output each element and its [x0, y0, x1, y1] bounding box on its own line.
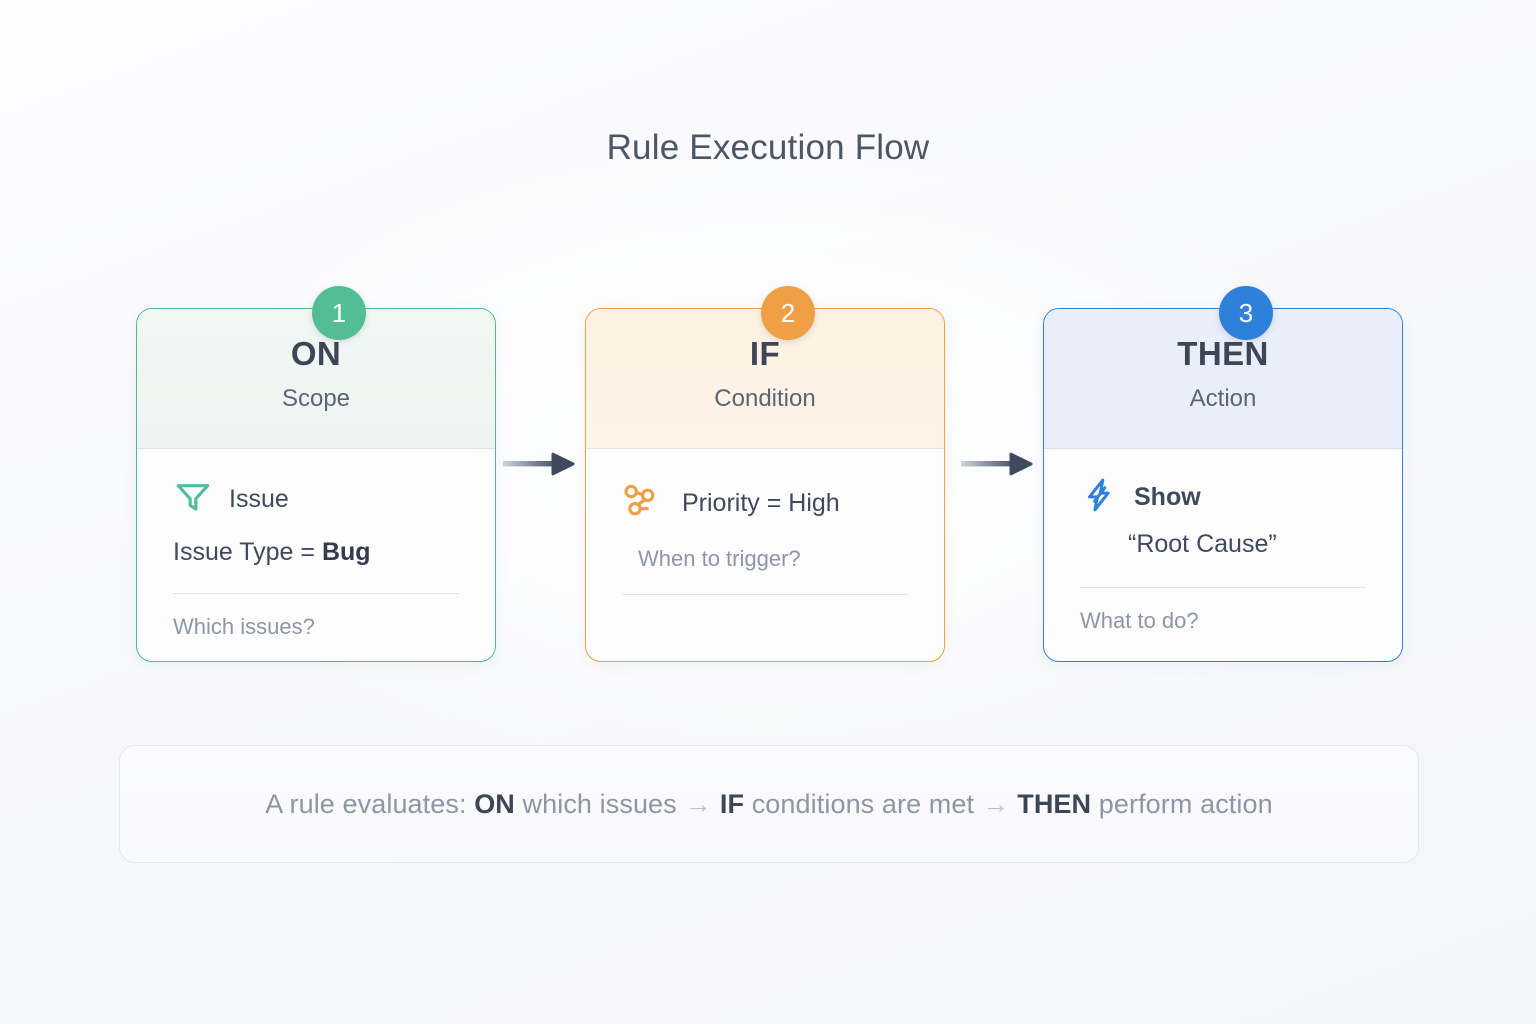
card-scope-primary-row: Issue: [173, 477, 459, 522]
rule-steps-row: ON Scope Issue Issue Type = Bug Which is…: [136, 286, 1403, 664]
card-condition-header: IF Condition: [586, 309, 944, 449]
share-nodes-icon: [622, 481, 666, 526]
card-condition-row-label: Priority = High: [682, 489, 840, 517]
summary-keyword-then: THEN: [1017, 788, 1092, 819]
summary-keyword-on: ON: [474, 788, 515, 819]
step-badge-2-label: 2: [780, 297, 796, 328]
summary-panel: A rule evaluates: ON which issues→IF con…: [119, 745, 1419, 863]
page-title: Rule Execution Flow: [606, 128, 930, 167]
summary-text: A rule evaluates: ON which issues→IF con…: [265, 789, 1272, 820]
step-badge-3-label: 3: [1238, 297, 1254, 328]
card-scope-divider: [173, 593, 459, 594]
step-badge-2: 2: [761, 286, 815, 340]
card-condition-primary-row: Priority = High: [622, 481, 908, 526]
arrow-scope-to-condition: [503, 451, 583, 477]
summary-prefix: A rule evaluates:: [265, 788, 467, 819]
card-scope-value-text: Issue Type =: [173, 538, 322, 566]
card-action[interactable]: THEN Action Show “Root Cause” What to do…: [1043, 308, 1403, 662]
card-condition-divider: [622, 594, 908, 595]
summary-segment-2: conditions are met: [751, 788, 975, 819]
summary-arrow-2-icon: →: [982, 788, 1010, 819]
card-action-primary-row: Show: [1080, 475, 1366, 520]
step-badge-1-label: 1: [331, 297, 347, 328]
card-condition-keyword: IF: [749, 335, 781, 372]
card-action-value: “Root Cause”: [1128, 530, 1277, 558]
card-scope-keyword: ON: [290, 335, 342, 372]
arrow-condition-to-action: [961, 451, 1041, 477]
summary-keyword-if: IF: [719, 788, 745, 819]
summary-segment-1: which issues: [522, 788, 677, 819]
card-scope-hint: Which issues?: [173, 614, 315, 639]
summary-arrow-1-icon: →: [684, 788, 712, 819]
card-scope-subtitle: Scope: [281, 385, 351, 412]
card-scope-header: ON Scope: [137, 309, 495, 449]
card-condition-subtitle: Condition: [714, 385, 816, 412]
card-action-row-label: Show: [1134, 483, 1201, 511]
card-action-keyword: THEN: [1177, 335, 1269, 372]
summary-segment-3: perform action: [1098, 788, 1273, 819]
card-condition-body: Priority = High When to trigger?: [586, 481, 944, 661]
card-scope-row-label: Issue: [229, 485, 289, 513]
card-scope[interactable]: ON Scope Issue Issue Type = Bug Which is…: [136, 308, 496, 662]
card-scope-value: Issue Type = Bug: [173, 538, 459, 567]
card-condition[interactable]: IF Condition Priority: [585, 308, 945, 662]
step-badge-3: 3: [1219, 286, 1273, 340]
step-badge-1: 1: [312, 286, 366, 340]
card-action-body: Show “Root Cause” What to do?: [1044, 475, 1402, 661]
lightning-bolt-icon: [1080, 475, 1118, 520]
card-action-header: THEN Action: [1044, 309, 1402, 449]
card-action-hint: What to do?: [1080, 608, 1199, 633]
funnel-icon: [173, 477, 213, 522]
card-action-subtitle: Action: [1189, 385, 1257, 412]
card-scope-value-bold: Bug: [321, 538, 371, 566]
card-condition-hint: When to trigger?: [638, 546, 801, 571]
card-scope-body: Issue Issue Type = Bug Which issues?: [137, 477, 495, 661]
card-action-divider: [1080, 587, 1366, 588]
